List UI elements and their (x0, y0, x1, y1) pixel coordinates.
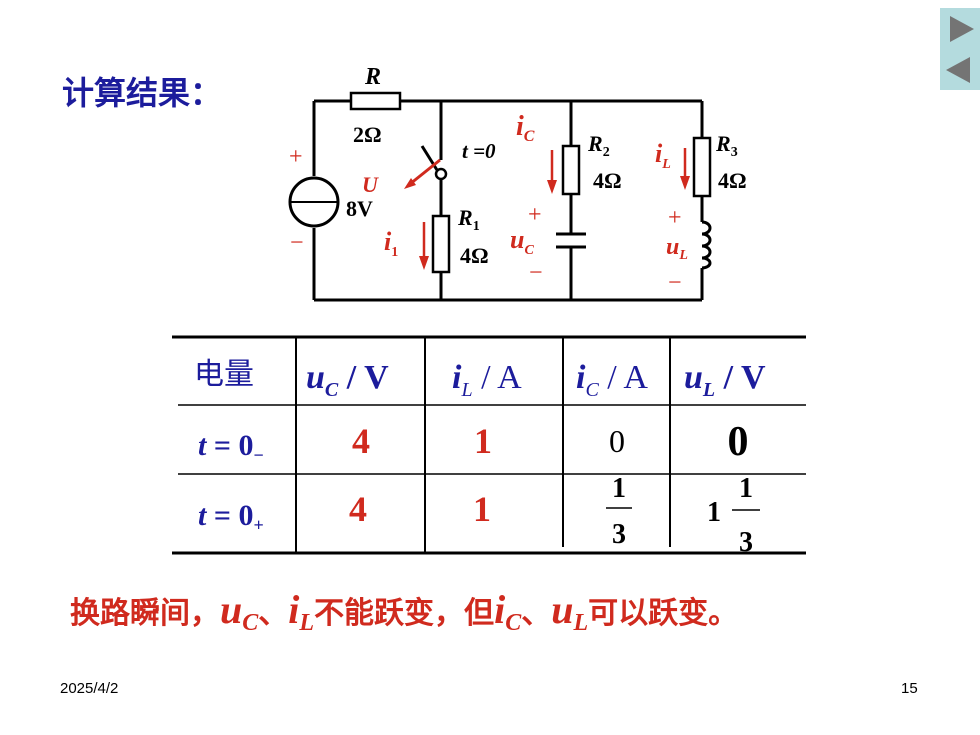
row-label-t0-plus: t = 0+ (198, 499, 264, 535)
switch-time-label: t =0 (462, 139, 496, 163)
il-label: iL (655, 139, 671, 172)
cell-ic-t0-plus-denominator: 3 (612, 519, 626, 550)
r-value: 2Ω (353, 122, 382, 147)
footer-date: 2025/4/2 (60, 680, 119, 697)
cell-ul-t0-plus-whole: 1 (707, 497, 721, 528)
ul-label: uL (666, 234, 688, 263)
cell-ic-t0-plus-numerator: 1 (612, 473, 626, 504)
r2-value: 4Ω (593, 168, 622, 193)
header-ul: uL / V (684, 359, 766, 401)
header-quantity: 电量 (194, 358, 254, 391)
conclusion-text: 换路瞬间，uC、iL不能跃变，但iC、uL可以跃变。 (70, 587, 739, 636)
uc-minus: − (529, 260, 543, 286)
play-left-icon (946, 57, 970, 83)
i1-arrow-icon (419, 256, 429, 270)
r1-value: 4Ω (460, 243, 489, 268)
header-il: iL / A (452, 359, 522, 401)
header-ic: iC / A (576, 359, 648, 401)
cell-uc-t0-plus: 4 (349, 489, 367, 529)
uc-plus: + (528, 202, 542, 228)
cell-il-t0-plus: 1 (473, 489, 491, 529)
cell-ic-t0-minus: 0 (609, 423, 625, 459)
slide-title: 计算结果： (62, 74, 223, 112)
source-value: 8V (346, 196, 373, 221)
ul-minus: − (668, 270, 682, 296)
results-table: 电量 uC / V iL / A iC / A uL / V t = 0− 4 … (172, 335, 806, 558)
r3-value: 4Ω (718, 168, 747, 193)
page-number: 15 (901, 680, 918, 697)
resistor-r2 (561, 144, 581, 196)
il-arrow-icon (680, 176, 690, 190)
resistor-r1 (431, 214, 451, 274)
cell-ul-t0-minus: 0 (728, 419, 749, 465)
source-minus: − (290, 230, 304, 256)
cell-ul-t0-plus-numerator: 1 (739, 473, 753, 504)
r-name: R (364, 64, 381, 90)
i1-label: i1 (384, 227, 398, 260)
play-right-icon (950, 16, 974, 42)
switch-contact (434, 167, 448, 181)
row-label-t0-minus: t = 0− (198, 429, 264, 465)
resistor-r (349, 91, 402, 111)
previous-slide-button[interactable] (940, 50, 980, 90)
source-plus: + (289, 144, 303, 170)
next-slide-button[interactable] (940, 8, 980, 50)
ic-arrow-icon (547, 180, 557, 194)
uc-label: uC (510, 225, 534, 258)
circuit-diagram: R 2Ω + − U 8V t =0 R1 4Ω R2 4Ω R3 4Ω iC … (288, 64, 747, 302)
cell-ul-t0-plus-denominator: 3 (739, 527, 753, 558)
r2-name: R2 (587, 131, 610, 160)
cell-uc-t0-minus: 4 (352, 421, 370, 461)
source-name: U (362, 172, 379, 197)
cell-il-t0-minus: 1 (474, 421, 492, 461)
inductor (701, 220, 712, 270)
r3-name: R3 (715, 131, 738, 160)
ul-plus: + (668, 205, 682, 231)
switch-arrow-icon (404, 178, 416, 189)
r1-name: R1 (457, 205, 480, 234)
header-uc: uC / V (306, 359, 389, 401)
ic-label: iC (516, 111, 535, 145)
resistor-r3 (692, 136, 712, 198)
